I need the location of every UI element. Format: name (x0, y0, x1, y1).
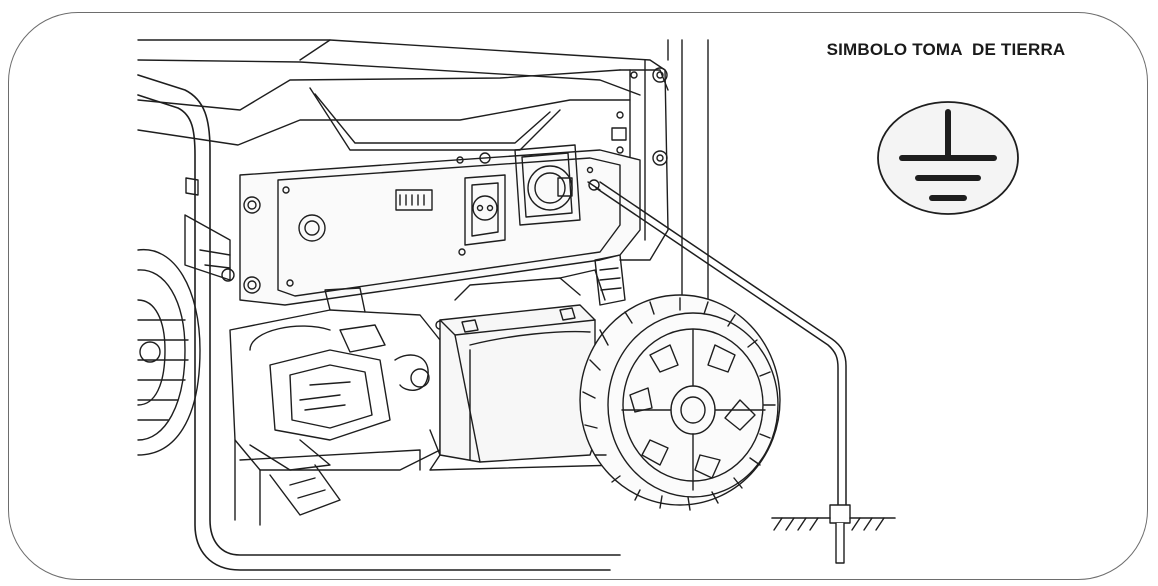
ground-wire (595, 181, 896, 564)
generator-housing (137, 39, 709, 331)
wheel (579, 294, 781, 511)
earth-ground-icon (877, 101, 1019, 215)
generator-frame (137, 74, 621, 571)
recoil-starter (137, 249, 201, 456)
battery (429, 254, 626, 471)
ground-symbol-caption: SIMBOLO TOMA DE TIERRA (826, 40, 1066, 59)
control-panel (239, 144, 641, 306)
engine-block (229, 287, 445, 526)
